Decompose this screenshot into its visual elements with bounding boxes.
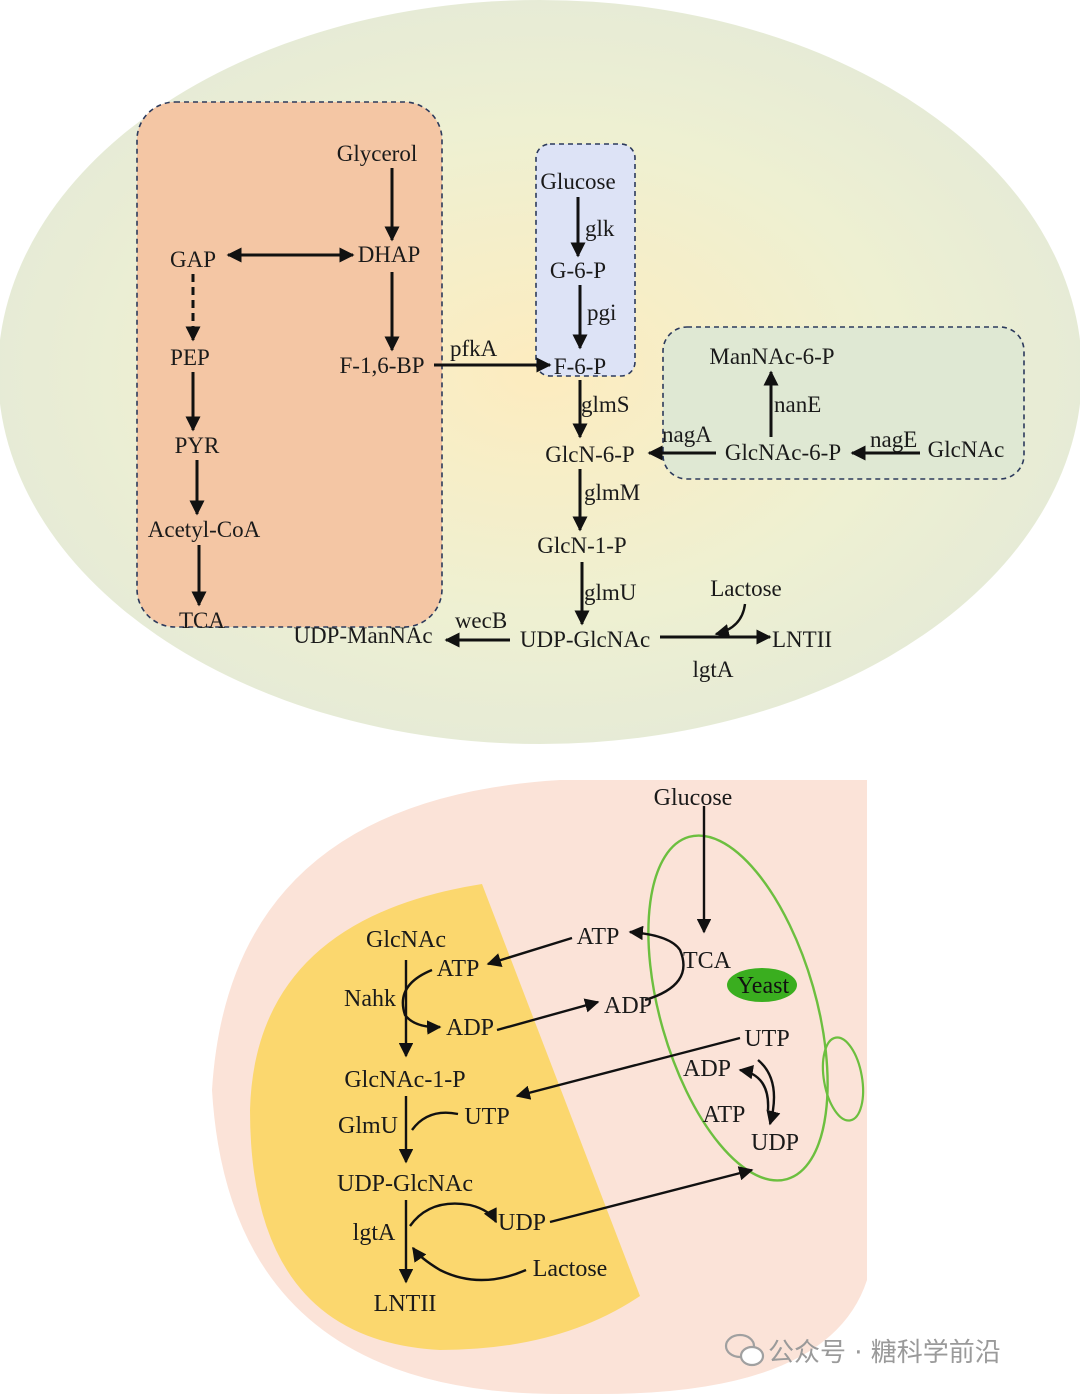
co-culture-panel — [212, 780, 867, 1394]
glcnac6p-label: GlcNAc-6-P — [725, 440, 841, 465]
lgta-label-bottom: lgtA — [353, 1220, 396, 1246]
arrow-lgta-udp-cycle — [409, 1202, 498, 1227]
pep-label: PEP — [170, 345, 210, 370]
yeast-label: Yeast — [737, 973, 790, 999]
glcnac-box — [662, 326, 1025, 480]
wechat-watermark: 公众号 · 糖科学前沿 — [724, 1333, 1001, 1368]
arrow-atp-adp-yeast — [738, 1065, 770, 1111]
lactose-label: Lactose — [710, 576, 782, 601]
arrow-utp-to-ecoli — [515, 1036, 741, 1100]
tca-label-bottom: TCA — [683, 948, 732, 974]
pfka-label: pfkA — [450, 336, 498, 361]
adp-left-label: ADP — [446, 1015, 494, 1041]
g6p-label: G-6-P — [550, 258, 606, 283]
glmm-label: glmM — [584, 480, 640, 505]
wechat-icon — [724, 1333, 765, 1367]
glcn6p-label: GlcN-6-P — [545, 442, 634, 467]
udp-glcnac-label-bottom: UDP-GlcNAc — [337, 1171, 473, 1197]
pyr-label: PYR — [175, 433, 220, 458]
udp-mannac-label: UDP-ManNAc — [293, 623, 432, 648]
atp-top-label: ATP — [577, 924, 620, 950]
f16bp-label: F-1,6-BP — [340, 353, 425, 378]
naga-label: nagA — [662, 422, 712, 447]
tca-label: TCA — [179, 608, 225, 633]
glcnac1p-label: GlcNAc-1-P — [344, 1067, 465, 1093]
udp-yeast-label: UDP — [751, 1130, 799, 1156]
glucose-box — [535, 143, 636, 377]
arrow-tca-atp-cycle — [628, 925, 685, 1002]
atp-left-label: ATP — [437, 956, 480, 982]
yeast-cell-outline — [647, 834, 829, 1182]
glmu-label-bottom: GlmU — [338, 1113, 398, 1139]
lgta-label: lgtA — [693, 657, 734, 682]
wecb-label: wecB — [455, 608, 507, 633]
glms-label: glmS — [581, 392, 630, 417]
arrow-atp-to-ecoli — [486, 936, 573, 968]
arrow-udp-to-yeast — [549, 1166, 754, 1224]
gap-label: GAP — [170, 247, 216, 272]
glucose-label: Glucose — [540, 169, 615, 194]
watermark-text: 公众号 · 糖科学前沿 — [768, 1338, 1001, 1368]
arrow-lactose-join — [714, 603, 747, 639]
arrow-lactose-join — [412, 1246, 527, 1282]
glcn1p-label: GlcN-1-P — [537, 533, 626, 558]
lactose-label-bottom: Lactose — [533, 1256, 608, 1282]
atp-cycle-label: ATP — [703, 1102, 746, 1128]
nane-label: nanE — [774, 392, 821, 417]
acetyl-coa-label: Acetyl-CoA — [148, 517, 261, 542]
glmu-label: glmU — [584, 580, 637, 605]
nahk-label: Nahk — [344, 986, 396, 1012]
dhap-label: DHAP — [358, 242, 421, 267]
arrow-adp-to-yeast — [496, 998, 600, 1032]
utp-left-label: UTP — [464, 1104, 509, 1130]
glcnac-label: GlcNAc — [928, 437, 1005, 462]
ecoli-region — [250, 884, 640, 1350]
yeast-bud-outline — [821, 1036, 865, 1122]
glycerol-label: Glycerol — [337, 141, 417, 166]
f6p-label: F-6-P — [554, 354, 606, 379]
adp-right-label: ADP — [604, 993, 652, 1019]
lntii-label-bottom: LNTII — [374, 1291, 437, 1317]
udp-glcnac-label: UDP-GlcNAc — [520, 627, 650, 652]
lntii-label: LNTII — [772, 627, 832, 652]
pgi-label: pgi — [587, 300, 616, 325]
arrow-utp-udp-yeast — [757, 1059, 781, 1126]
glk-label: glk — [585, 216, 615, 241]
arrow-glmu-cycle — [411, 1111, 459, 1131]
glucose-label-bottom: Glucose — [654, 785, 733, 811]
udp-left-label: UDP — [498, 1210, 546, 1236]
mannac6p-label: ManNAc-6-P — [709, 344, 834, 369]
yeast-badge — [727, 968, 797, 1002]
adp-cycle-label: ADP — [683, 1056, 731, 1082]
glcnac-label-bottom: GlcNAc — [366, 927, 446, 953]
utp-label: UTP — [744, 1026, 789, 1052]
nage-label: nagE — [870, 427, 917, 452]
